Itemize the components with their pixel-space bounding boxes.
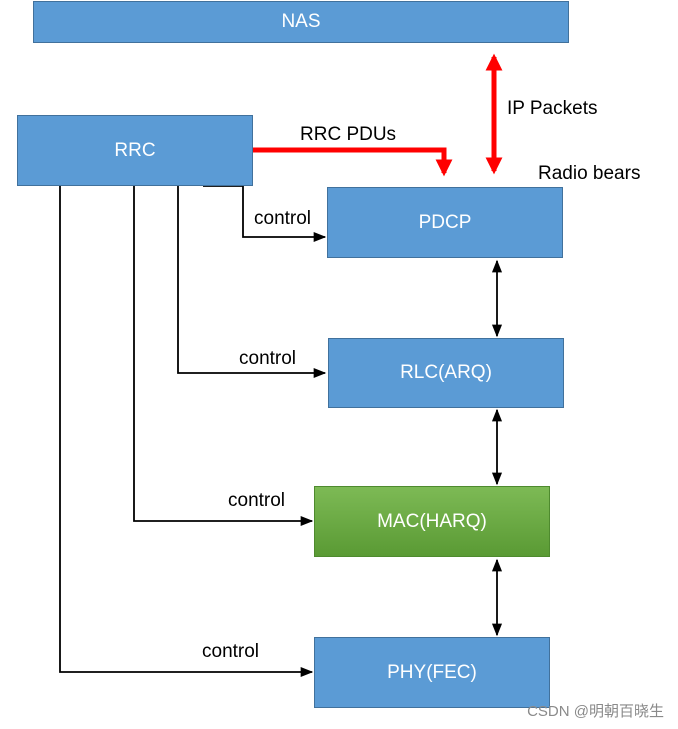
phy-label: PHY(FEC) — [387, 661, 477, 683]
radio-bears-label: Radio bears — [538, 163, 641, 184]
rrc-label: RRC — [114, 139, 156, 161]
rrc-box: RRC — [17, 115, 253, 186]
rrc-pdus-arrow — [253, 147, 453, 177]
control-label-phy: control — [202, 641, 260, 662]
nas-label: NAS — [281, 11, 321, 32]
control-line-rlc — [177, 186, 327, 379]
rrc-pdus-label: RRC PDUs — [300, 124, 397, 145]
control-line-mac — [133, 186, 314, 527]
pdcp-label: PDCP — [418, 211, 472, 233]
control-line-phy — [59, 186, 314, 678]
control-line-pdcp — [203, 185, 327, 243]
control-label-mac: control — [228, 490, 286, 511]
ip-packets-label: IP Packets — [507, 98, 598, 119]
mac-label: MAC(HARQ) — [377, 510, 487, 532]
nas-box: NAS — [33, 1, 569, 43]
rlc-label: RLC(ARQ) — [400, 362, 492, 383]
rlc-box: RLC(ARQ) — [328, 338, 564, 408]
pdcp-box: PDCP — [327, 187, 563, 258]
phy-box: PHY(FEC) — [314, 637, 550, 708]
control-label-rlc: control — [239, 348, 297, 369]
control-label-pdcp: control — [254, 208, 312, 229]
mac-box: MAC(HARQ) — [314, 486, 550, 557]
watermark: CSDN @明朝百晓生 — [527, 703, 664, 720]
